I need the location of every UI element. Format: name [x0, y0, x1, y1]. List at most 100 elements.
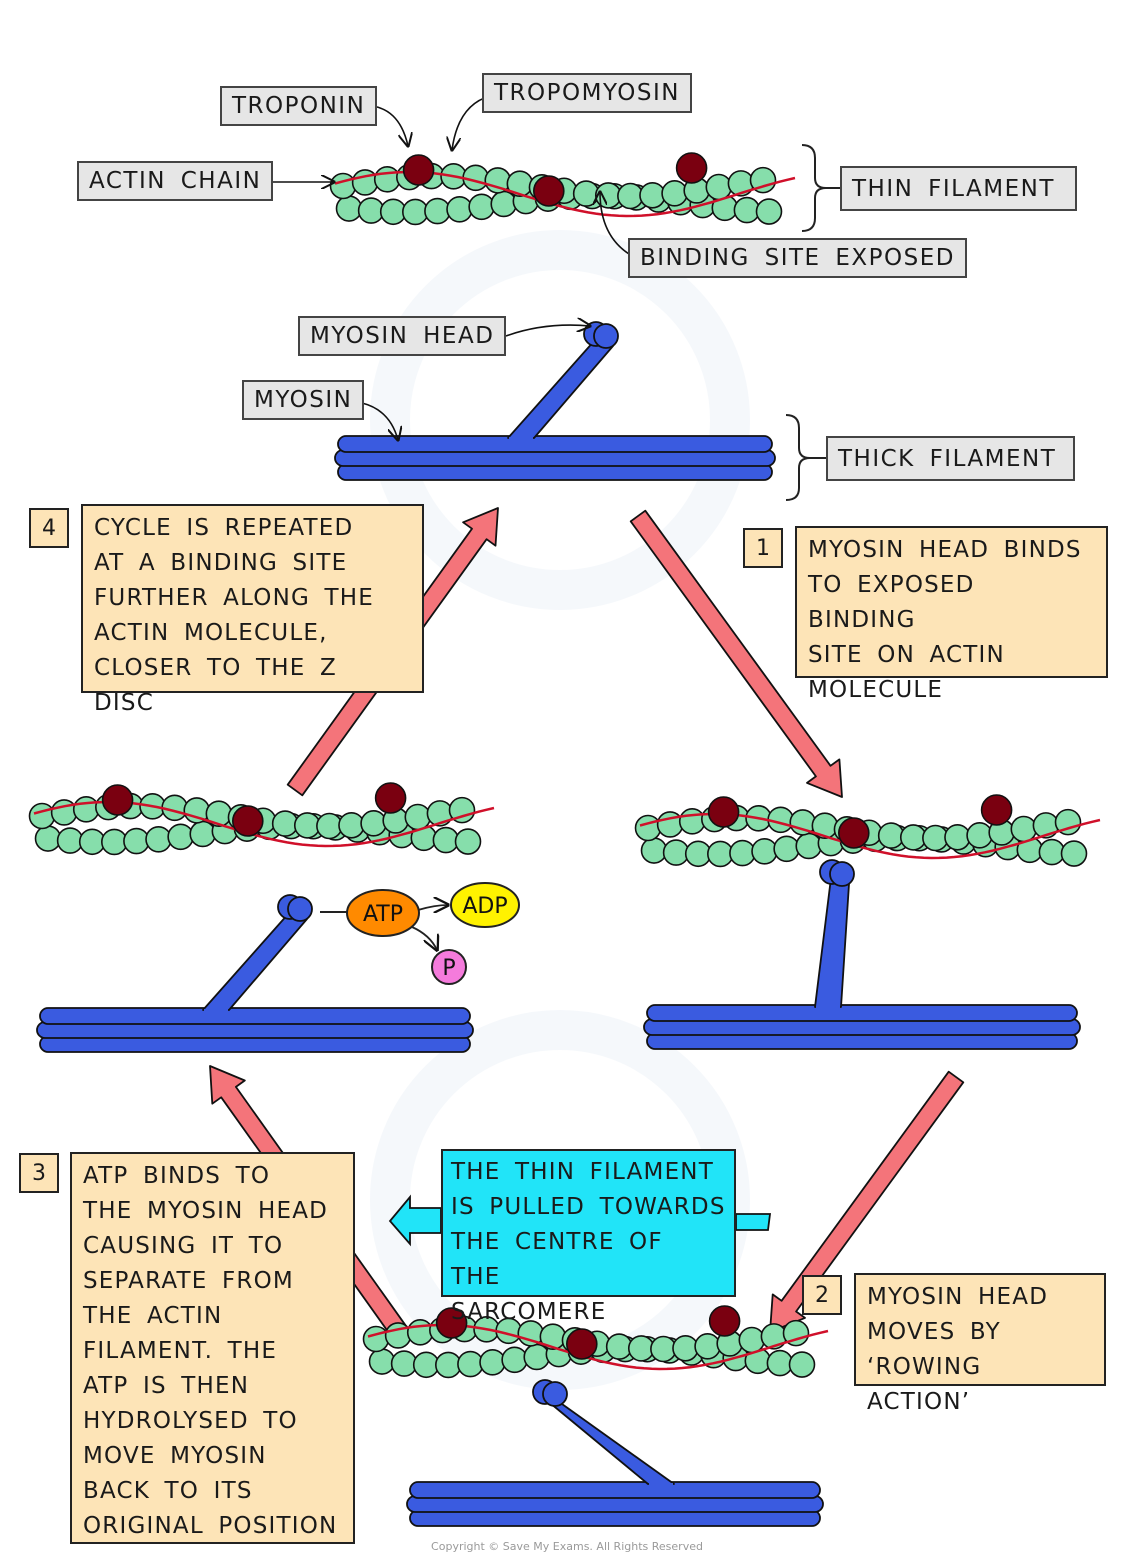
actin-bead: [490, 190, 518, 218]
myosin-arm: [543, 1397, 675, 1485]
actin-bead: [729, 839, 756, 867]
seam-cover: [204, 1009, 228, 1013]
actin-bead: [72, 796, 100, 823]
troponin-ball: [532, 175, 565, 207]
myosin-head-pointer: [505, 325, 590, 337]
step-1-number: 1: [743, 528, 783, 568]
troponin-ball: [374, 782, 407, 814]
actin-bead: [167, 823, 194, 851]
arrow-to-step-1: [629, 509, 843, 798]
myosin-head-label: MYOSIN HEAD: [298, 316, 507, 356]
atp-hydrolysis: ATP ADP P: [320, 882, 520, 985]
actin-bead: [271, 810, 299, 837]
troponin-ball: [232, 805, 264, 837]
binding-site-label: BINDING SITE EXPOSED: [628, 238, 967, 278]
myosin-rod: [337, 435, 773, 453]
myosin-head-lobe: [593, 323, 619, 349]
actin-bead: [454, 828, 482, 855]
actin-bead: [293, 812, 321, 839]
step-4-note: CYCLE IS REPEATED AT A BINDING SITE FURT…: [81, 504, 424, 716]
adp-bubble: [450, 882, 520, 928]
actin-bead: [34, 825, 62, 852]
seam-cover: [816, 1006, 840, 1010]
actin-bead: [788, 1351, 816, 1378]
actin-bead: [572, 180, 600, 207]
actin-bead: [404, 803, 432, 831]
actin-bead: [28, 802, 56, 830]
troponin-ball: [101, 784, 134, 816]
phosphate-bubble: [431, 949, 467, 985]
actin-bead: [368, 1348, 396, 1375]
actin-bead: [379, 198, 407, 226]
actin-bead: [360, 810, 387, 837]
actin-bead: [448, 796, 476, 824]
actin-bead: [755, 198, 783, 225]
thick-filament-label: THICK FILAMENT: [826, 436, 1075, 481]
step-4-number: 4: [29, 508, 69, 548]
filaments: [28, 152, 1101, 1527]
troponin-ball: [708, 1305, 741, 1337]
actin-bead: [335, 195, 363, 222]
actin-bead: [899, 824, 927, 851]
tropomyosin-label: TROPOMYOSIN: [482, 73, 692, 113]
myosin-head-lobe: [542, 1381, 568, 1407]
actin-bead: [479, 1348, 506, 1376]
actin-bead: [1010, 815, 1038, 843]
troponin-ball: [402, 154, 435, 186]
myosin-rod: [39, 1007, 471, 1025]
actin-bead: [101, 828, 128, 856]
actin-bead: [432, 826, 460, 854]
myosin-rod: [409, 1481, 821, 1499]
pull-arrow-tail: [735, 1213, 772, 1231]
actin-bead: [56, 827, 84, 854]
actin-bead: [661, 180, 688, 207]
actin-bead: [751, 837, 778, 865]
actin-bead: [123, 827, 150, 855]
actin-bead: [362, 1325, 390, 1353]
thick-filament-brace: [785, 414, 826, 501]
actin-bead: [329, 172, 357, 200]
actin-bead: [749, 166, 777, 194]
actin-bead: [357, 197, 385, 224]
troponin-ball: [435, 1307, 468, 1339]
troponin-pointer: [371, 105, 408, 146]
actin-bead: [189, 820, 217, 848]
myosin-label: MYOSIN: [242, 380, 365, 420]
actin-bead: [782, 1319, 810, 1347]
step-2-note: MYOSIN HEAD MOVES BY ‘ROWING ACTION’: [854, 1273, 1106, 1415]
actin-bead: [1038, 838, 1066, 866]
actin-bead: [605, 1333, 633, 1360]
troponin-ball: [707, 796, 740, 828]
myosin-head-lobe: [287, 896, 313, 922]
actin-bead: [705, 173, 733, 201]
thick-filament-top: [334, 321, 776, 481]
actin-bead: [684, 840, 712, 868]
thin-filament-label: THIN FILAMENT: [840, 166, 1077, 211]
actin-bead: [966, 822, 993, 849]
actin-bead: [373, 166, 401, 193]
actin-bead: [617, 182, 644, 210]
actin-bead: [424, 197, 451, 225]
actin-bead: [795, 832, 823, 860]
thin-filament-left: [28, 782, 495, 856]
actin-bead: [639, 181, 666, 209]
step-3-note: ATP BINDS TO THE MYOSIN HEAD CAUSING IT …: [70, 1152, 355, 1544]
step-2-number: 2: [802, 1275, 842, 1315]
actin-bead: [316, 812, 343, 840]
troponin-label: TROPONIN: [220, 86, 378, 126]
actin-bead: [662, 839, 690, 866]
atp-bubble: [346, 889, 420, 937]
actin-bead: [338, 811, 365, 839]
myosin-arm: [814, 877, 850, 1008]
pull-direction-arrow: [388, 1194, 772, 1247]
actin-bead: [523, 1343, 551, 1371]
actin-bead: [627, 1335, 655, 1362]
actin-bead: [672, 1334, 699, 1362]
myosin-rod: [646, 1004, 1078, 1022]
actin-bead: [773, 835, 800, 863]
actin-chain-label: ACTIN CHAIN: [77, 161, 274, 201]
thin-filament-top: [329, 152, 796, 226]
actin-bead: [733, 196, 761, 224]
